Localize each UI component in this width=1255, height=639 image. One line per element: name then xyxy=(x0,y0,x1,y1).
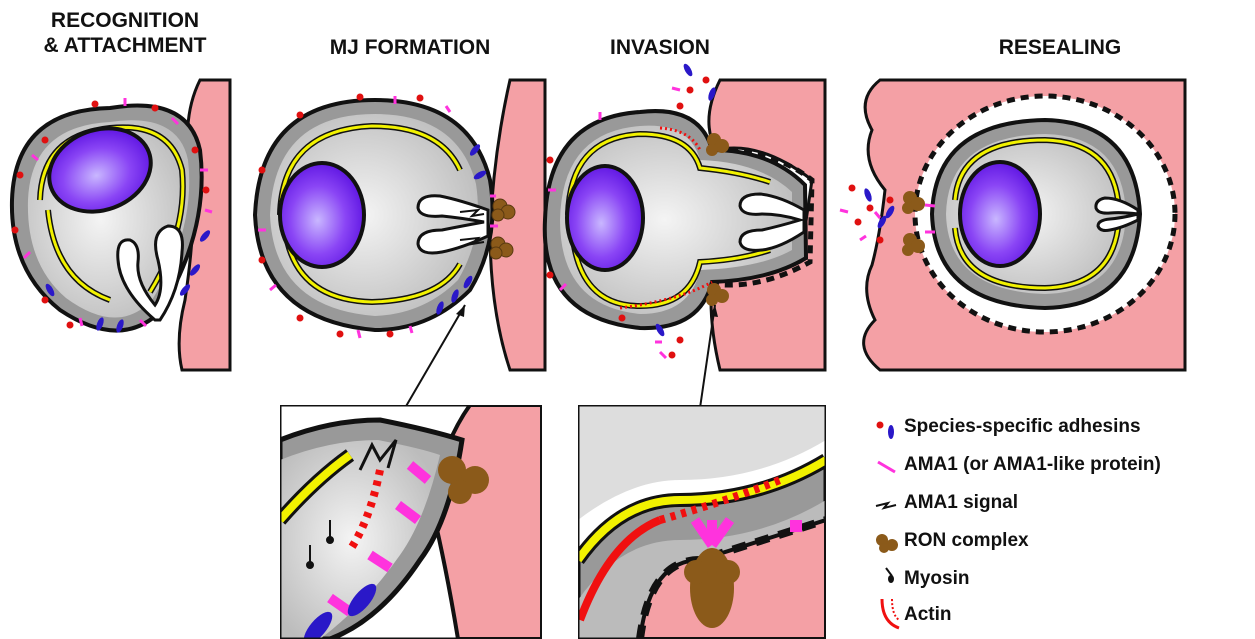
legend-label: AMA1 signal xyxy=(904,492,1018,514)
legend-icons xyxy=(876,422,899,629)
adhesin-icon xyxy=(877,422,895,440)
inset-invasion xyxy=(578,405,826,639)
legend-label: Species-specific adhesins xyxy=(904,416,1141,438)
nucleus xyxy=(280,163,364,267)
stage-resealing-panel xyxy=(840,80,1185,370)
ron-complex-icon xyxy=(876,534,898,553)
nucleus xyxy=(960,162,1040,266)
legend-item-myosin: Myosin xyxy=(904,568,969,590)
actin-icon xyxy=(882,599,899,628)
stage-invasion-panel xyxy=(545,62,825,370)
legend-item-actin: Actin xyxy=(904,604,952,626)
host-cell xyxy=(490,80,545,370)
legend-item-ron-complex: RON complex xyxy=(904,530,1029,552)
ama1-icon xyxy=(878,462,895,472)
stage-recognition-panel xyxy=(12,80,231,370)
legend-item-ama1-signal: AMA1 signal xyxy=(904,492,1018,514)
legend-label: RON complex xyxy=(904,530,1029,552)
legend-label: AMA1 (or AMA1-like protein) xyxy=(904,454,1161,476)
arrow-inset-2 xyxy=(700,305,715,408)
stage-mj-formation-panel xyxy=(255,80,545,370)
legend-item-ama1: AMA1 (or AMA1-like protein) xyxy=(904,454,1161,476)
lightning-icon xyxy=(876,503,896,508)
myosin-icon xyxy=(886,568,894,583)
nucleus xyxy=(567,166,643,270)
legend-item-adhesins: Species-specific adhesins xyxy=(904,416,1141,438)
legend-label: Myosin xyxy=(904,568,969,590)
inset-mj-formation xyxy=(280,405,542,639)
legend-label: Actin xyxy=(904,604,952,626)
